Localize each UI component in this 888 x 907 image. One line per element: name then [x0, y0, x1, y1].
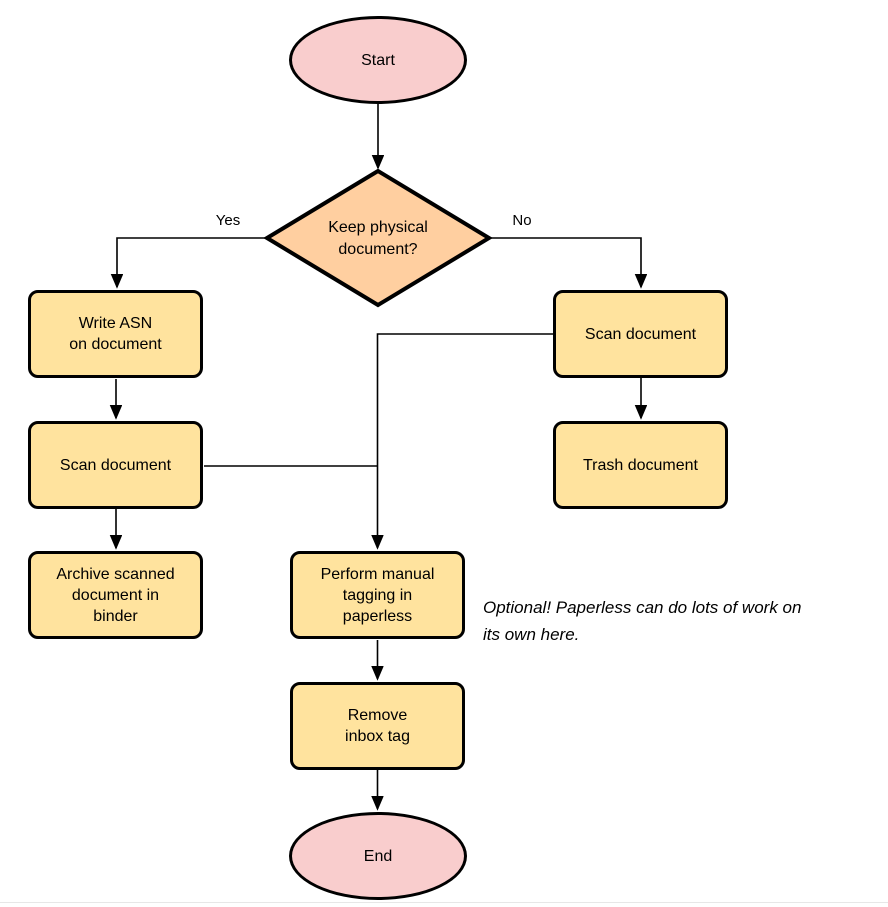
- node-scan-document-left: Scan document: [28, 421, 203, 509]
- node-end-label: End: [363, 847, 393, 865]
- node-archive-document-label: Archive scanned document in binder: [56, 565, 175, 625]
- node-remove-inbox-tag-label: Remove inbox tag: [345, 707, 410, 745]
- node-trash-document: Trash document: [553, 421, 728, 509]
- node-end: End: [289, 812, 467, 900]
- node-archive-document: Archive scanned document in binder: [28, 551, 203, 639]
- node-scan-document-left-label: Scan document: [59, 456, 172, 474]
- optional-note: Optional! Paperless can do lots of work …: [483, 598, 802, 644]
- node-scan-document-right-label: Scan document: [584, 325, 697, 343]
- node-trash-document-label: Trash document: [582, 456, 698, 474]
- node-scan-document-right: Scan document: [553, 290, 728, 378]
- node-manual-tagging-label: Perform manual tagging in paperless: [320, 565, 435, 625]
- node-write-asn: Write ASN on document: [28, 290, 203, 378]
- bottom-divider: [0, 902, 888, 903]
- node-start-label: Start: [361, 51, 395, 69]
- edge-decision-no: [490, 237, 641, 287]
- node-decision-label: Keep physical document?: [328, 219, 428, 258]
- node-start: Start: [289, 16, 467, 104]
- node-write-asn-label: Write ASN on document: [69, 315, 162, 353]
- edge-label-yes: Yes: [215, 212, 241, 229]
- edge-scanright-to-tagging: [378, 333, 553, 548]
- edge-label-no: No: [512, 212, 532, 229]
- node-remove-inbox-tag: Remove inbox tag: [290, 682, 465, 770]
- edge-decision-yes: [117, 237, 266, 287]
- node-manual-tagging: Perform manual tagging in paperless: [290, 551, 465, 639]
